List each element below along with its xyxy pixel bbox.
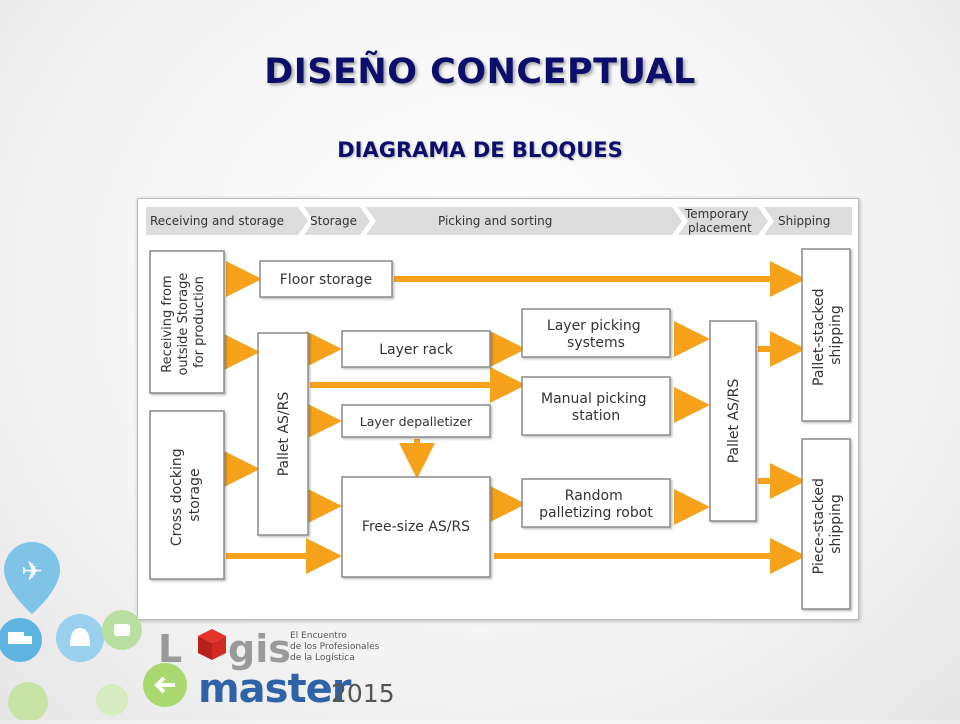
block-layer-picking-label-2: systems bbox=[567, 335, 625, 351]
block-piece-stacked-shipping bbox=[801, 438, 851, 610]
logo-year: 2015 bbox=[331, 679, 395, 708]
block-random-palletizing bbox=[521, 478, 671, 528]
block-receiving bbox=[149, 250, 225, 394]
flow-arrows bbox=[224, 261, 806, 574]
block-layer-rack bbox=[341, 330, 491, 368]
block-pallet-stacked-shipping bbox=[801, 248, 851, 422]
blocks: Receiving from outside Storage for produ… bbox=[149, 248, 851, 610]
block-layer-depalletizer-label: Layer depalletizer bbox=[360, 414, 473, 429]
block-random-label-2: palletizing robot bbox=[539, 505, 653, 521]
phase-picking-label: Picking and sorting bbox=[438, 214, 552, 228]
phase-temporary-label-2: placement bbox=[688, 221, 752, 235]
block-pallet-asrs-left bbox=[257, 332, 309, 536]
slide-subtitle: DIAGRAMA DE BLOQUES bbox=[337, 138, 623, 162]
block-cross-label-2: storage bbox=[187, 468, 203, 521]
block-pallet-stacked-label-2: shipping bbox=[828, 305, 844, 364]
svg-text:Receiving from outside: Receiving from outside Storage for produ… bbox=[160, 268, 207, 375]
block-manual-label-2: station bbox=[572, 408, 620, 424]
block-diagram-frame: Receiving and storage Storage Picking an… bbox=[137, 198, 859, 620]
block-piece-stacked-label-2: shipping bbox=[828, 494, 844, 553]
back-arrow-icon bbox=[143, 663, 187, 707]
svg-text:Cross docking storage: Cross docking storage bbox=[169, 444, 203, 546]
block-manual-label-1: Manual picking bbox=[541, 391, 647, 407]
tagline-line-2: de los Profesionales bbox=[290, 642, 380, 652]
svg-text:✈: ✈ bbox=[21, 557, 43, 587]
block-floor-storage-label: Floor storage bbox=[280, 272, 372, 288]
decorative-pin bbox=[96, 684, 128, 716]
phase-storage-label: Storage bbox=[310, 214, 357, 228]
block-receiving-label-3: for production bbox=[192, 276, 207, 368]
block-layer-picking bbox=[521, 308, 671, 358]
block-floor-storage bbox=[259, 260, 393, 298]
slide-title: DISEÑO CONCEPTUAL bbox=[264, 52, 696, 92]
bell-icon bbox=[56, 614, 104, 662]
block-free-size-asrs bbox=[341, 476, 491, 578]
phase-picking bbox=[366, 207, 682, 235]
cube-icon bbox=[198, 629, 226, 660]
phase-temporary bbox=[678, 207, 768, 235]
phase-receiving-label: Receiving and storage bbox=[150, 214, 284, 228]
truck-icon bbox=[0, 618, 42, 662]
decorative-pin bbox=[8, 682, 48, 722]
block-layer-rack-label: Layer rack bbox=[379, 342, 454, 358]
block-pallet-stacked-label-1: Pallet-stacked bbox=[811, 288, 827, 386]
block-free-size-label: Free-size AS/RS bbox=[362, 519, 470, 535]
logo-master: master bbox=[198, 666, 352, 712]
airplane-icon: ✈ bbox=[4, 542, 60, 614]
block-random-label-1: Random bbox=[565, 488, 623, 504]
block-piece-stacked-label-1: Piece-stacked bbox=[811, 478, 827, 574]
tagline-line-3: de la Logística bbox=[290, 653, 355, 663]
block-layer-depalletizer bbox=[341, 404, 491, 438]
block-cross-label-1: Cross docking bbox=[169, 448, 185, 546]
branding-area: ✈ L gis El E bbox=[0, 530, 420, 722]
phase-temporary-label-1: Temporary bbox=[684, 207, 749, 221]
logo-letter-l: L bbox=[158, 627, 182, 671]
block-pallet-asrs-left-label: Pallet AS/RS bbox=[276, 392, 292, 477]
svg-text:Piece-stacked shipping: Piece-stacked shipping bbox=[811, 474, 844, 575]
phase-receiving bbox=[146, 207, 308, 235]
phase-shipping bbox=[764, 207, 852, 235]
svg-text:Pallet-stacked shippin: Pallet-stacked shipping bbox=[811, 284, 844, 386]
block-layer-picking-label-1: Layer picking bbox=[547, 318, 641, 334]
block-cross-docking bbox=[149, 410, 225, 580]
svg-text:Layer picking systems: Layer picking systems bbox=[547, 318, 645, 351]
phase-header: Receiving and storage Storage Picking an… bbox=[146, 207, 852, 235]
block-manual-picking bbox=[521, 376, 671, 436]
block-pallet-asrs-right bbox=[709, 320, 757, 522]
tagline-line-1: El Encuentro bbox=[290, 631, 347, 641]
svg-text:Random palletizing rob: Random palletizing robot bbox=[539, 488, 653, 521]
hand-icon bbox=[102, 610, 142, 650]
svg-text:Manual picking station: Manual picking station bbox=[541, 391, 651, 424]
decorative-pins: ✈ L gis El E bbox=[0, 542, 395, 722]
logo-gis: gis bbox=[228, 627, 291, 671]
block-receiving-label-1: Receiving from bbox=[160, 275, 175, 372]
logis-logo: L gis El Encuentro de los Profesionales … bbox=[158, 627, 395, 712]
phase-storage bbox=[304, 207, 370, 235]
block-pallet-asrs-right-label: Pallet AS/RS bbox=[726, 379, 742, 464]
phase-shipping-label: Shipping bbox=[778, 214, 830, 228]
block-diagram: Receiving and storage Storage Picking an… bbox=[146, 207, 852, 610]
block-receiving-label-2: outside Storage bbox=[176, 273, 191, 376]
